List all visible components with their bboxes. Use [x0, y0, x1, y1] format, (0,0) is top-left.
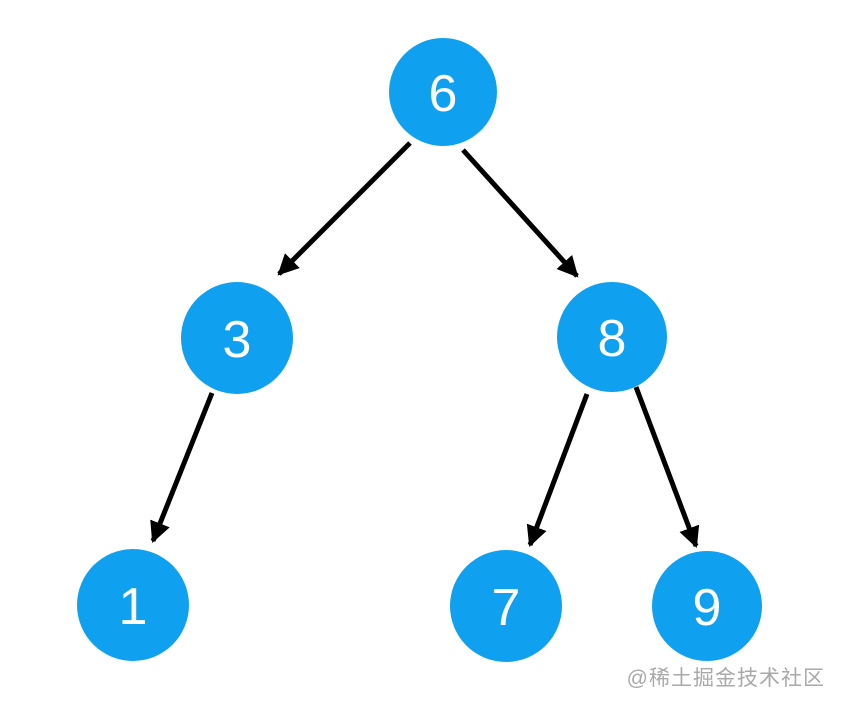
- node-circle-1: [77, 549, 189, 661]
- node-circle-7: [450, 550, 562, 662]
- tree-node-1: 1: [77, 549, 189, 661]
- tree-node-8: 8: [557, 282, 667, 392]
- edge-arrow-6-to-3: [277, 141, 412, 276]
- node-label-1: 1: [119, 578, 148, 636]
- edge-arrow-3-to-1: [150, 392, 215, 543]
- tree-node-6: 6: [389, 38, 497, 146]
- edges-layer: [150, 141, 700, 548]
- edge-arrow-6-to-8: [461, 148, 579, 278]
- tree-node-7: 7: [450, 550, 562, 662]
- watermark-text: @稀土掘金技术社区: [626, 667, 825, 690]
- node-label-6: 6: [429, 65, 458, 123]
- node-label-8: 8: [598, 310, 627, 368]
- node-circle-3: [181, 282, 293, 394]
- tree-node-3: 3: [181, 282, 293, 394]
- node-label-7: 7: [492, 579, 521, 637]
- node-circle-6: [389, 38, 497, 146]
- edge-arrow-8-to-9: [633, 386, 700, 548]
- nodes-layer: 6 3 8 1 7 9: [77, 38, 762, 662]
- node-circle-9: [652, 551, 762, 661]
- node-label-9: 9: [693, 579, 722, 637]
- node-circle-8: [557, 282, 667, 392]
- tree-node-9: 9: [652, 551, 762, 661]
- edge-arrow-8-to-7: [526, 393, 590, 547]
- node-label-3: 3: [223, 311, 252, 369]
